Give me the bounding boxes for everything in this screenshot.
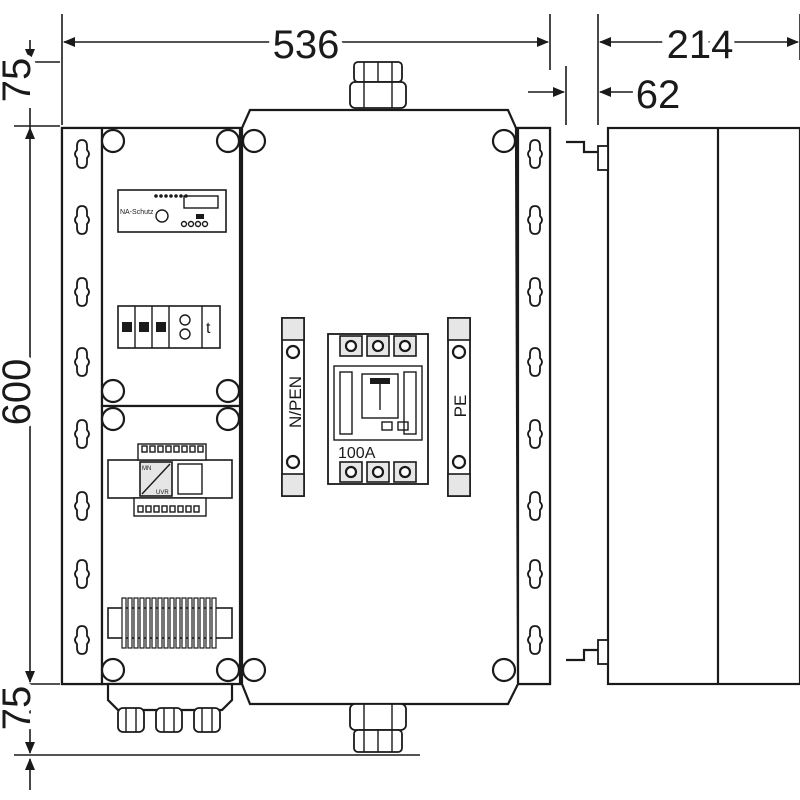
module-terminal [149,445,156,453]
relay-terminal [194,220,202,228]
rail-slot [527,559,543,589]
relay-led [174,194,178,198]
left-upper-panel [100,126,242,408]
dim-depth-side: 62 [636,73,681,117]
dim-height-top: 75 [0,58,39,103]
terminal [157,597,163,649]
dimension-lines [14,14,800,790]
bottom-small-glands [106,682,234,733]
terminal [139,597,145,649]
rail-slot [527,205,543,235]
mcb-timer-block: t [117,305,221,349]
module-terminal [169,505,176,513]
terminal [187,597,193,649]
rail-slot [74,491,90,521]
module-terminal [177,505,184,513]
module-terminal [141,445,148,453]
relay-terminal [187,220,195,228]
module-terminal [189,445,196,453]
side-view-body [606,126,800,686]
bottom-cable-gland [349,703,407,753]
right-mounting-rail [516,126,552,686]
terminal [145,597,151,649]
relay-led [154,194,158,198]
rail-slot [527,419,543,449]
rail-slot [74,347,90,377]
terminal [163,597,169,649]
npen-busbar: N/PEN [281,317,305,497]
module-mn-label: MN [142,466,151,472]
corner-screws [100,128,517,683]
na-schutz-relay: NA-Schutz [117,189,227,233]
relay-terminal [180,220,188,228]
rail-slot [527,139,543,169]
terminal [169,597,175,649]
terminal-block [107,597,233,649]
pe-busbar: PE [447,317,471,497]
rail-slot [74,277,90,307]
mn-uvr-module: MN UVR [107,443,233,517]
terminal [133,597,139,649]
dim-width-main: 536 [273,23,340,67]
breaker-rating-label: 100A [338,445,376,462]
npen-label: N/PEN [286,376,305,428]
dim-height-bottom: 75 [0,686,39,731]
terminal [127,597,133,649]
relay-led [184,194,188,198]
rail-slot [74,419,90,449]
terminal [151,597,157,649]
relay-led [164,194,168,198]
left-mounting-rail [60,126,104,686]
timer-t-label: t [206,320,211,337]
relay-led [159,194,163,198]
terminal [175,597,181,649]
relay-terminal [201,220,209,228]
rail-slot [527,347,543,377]
rail-slot [527,491,543,521]
module-terminal [161,505,168,513]
side-view [566,126,800,686]
rail-slot [74,625,90,655]
rail-slot [74,139,90,169]
module-terminal [193,505,200,513]
module-terminal [197,445,204,453]
terminal [211,597,217,649]
module-terminal [145,505,152,513]
module-terminal [165,445,172,453]
module-terminal [153,505,160,513]
module-terminal [137,505,144,513]
module-terminal [185,505,192,513]
relay-led [169,194,173,198]
terminal [181,597,187,649]
front-view: NA-Schutz t MN UVR [60,61,552,753]
dim-height-main: 600 [0,359,39,426]
rail-slots [74,139,543,655]
rail-slot [527,277,543,307]
main-breaker-100a: 100A [327,333,429,485]
pe-label: PE [451,395,470,418]
relay-led [179,194,183,198]
module-terminal [181,445,188,453]
rail-slot [74,559,90,589]
na-schutz-label: NA-Schutz [120,209,154,216]
terminal [205,597,211,649]
module-uvr-label: UVR [156,490,169,496]
terminal [193,597,199,649]
module-terminal [173,445,180,453]
hinge-top [566,140,609,171]
terminal [121,597,127,649]
rail-slot [74,205,90,235]
module-terminal [157,445,164,453]
dim-width-side: 214 [667,23,734,67]
hinge-bottom [566,639,609,665]
top-cable-gland [349,61,407,109]
rail-slot [527,625,543,655]
terminal [199,597,205,649]
